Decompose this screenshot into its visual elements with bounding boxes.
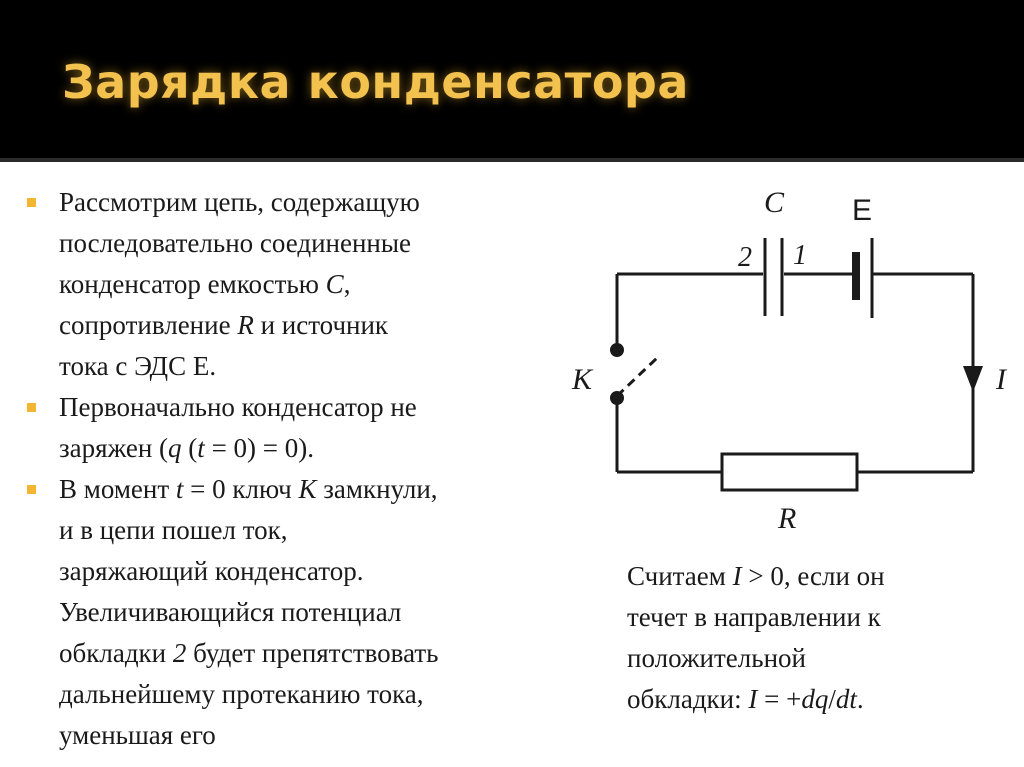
text-line: обкладки: I = +dq/dt. (627, 679, 1007, 720)
text-run: положительной (627, 643, 806, 673)
text-run: Считаем (627, 561, 733, 591)
text-run: обкладки: (627, 684, 749, 714)
note-text: Считаем I > 0, если он течет в направлени… (627, 556, 1007, 720)
text-line: Рассмотрим цепь, содержащую (59, 182, 582, 223)
text-run: ( (181, 433, 198, 463)
text-line: обкладки 2 будет препятствовать (59, 633, 582, 674)
current-arrow-icon (963, 366, 983, 392)
italic-symbol: dq (801, 684, 829, 714)
italic-symbol: C (325, 269, 344, 299)
text-line: и в цепи пошел ток, (59, 510, 582, 551)
bullet-square-icon (27, 198, 36, 207)
slide-title: Зарядка конденсатора (62, 55, 689, 109)
italic-symbol: I (732, 561, 742, 591)
text-run: > 0, если он (741, 561, 885, 591)
text-line: заряжающий конденсатор. (59, 551, 582, 592)
text-line: уменьшая его (59, 715, 582, 756)
text-run: = 0) = 0). (204, 433, 314, 463)
resistor (720, 452, 859, 492)
text-run: = + (757, 684, 802, 714)
text-run: , (343, 269, 351, 299)
italic-symbol: I (748, 684, 758, 714)
text-run: заряжен ( (59, 433, 169, 463)
bullet-item: Рассмотрим цепь, содержащую последователь… (22, 182, 582, 387)
italic-symbol: t (175, 474, 184, 504)
resistor-label: R (777, 502, 796, 535)
text-line: конденсатор емкостью C, (59, 264, 582, 305)
text-line: сопротивление R и источник (59, 305, 582, 346)
text-run: и в цепи пошел ток, (59, 515, 288, 545)
text-line: последовательно соединенные (59, 223, 582, 264)
battery-short-plate (852, 252, 860, 300)
text-run: и источник (253, 310, 389, 340)
note-lines: Считаем I > 0, если он течет в направлени… (627, 556, 1007, 720)
bullet-text: В момент t = 0 ключ K замкнули, и в цепи … (59, 469, 582, 756)
text-run: сопротивление (59, 310, 238, 340)
switch-blade (615, 356, 659, 398)
text-run: будет препятствовать (186, 638, 439, 668)
text-run: тока с ЭДС E. (59, 351, 217, 381)
bullet-item: В момент t = 0 ключ K замкнули, и в цепи … (22, 469, 582, 756)
title-bar (0, 0, 1024, 158)
emf-label: E (852, 194, 872, 227)
bullet-text: Первоначально конденсатор не заряжен (q (… (59, 387, 582, 469)
text-run: дальнейшему протеканию тока, (59, 679, 424, 709)
text-run: Первоначально конденсатор не (59, 392, 417, 422)
title-bar-divider (0, 158, 1024, 162)
bullet-list: Рассмотрим цепь, содержащую последователь… (22, 182, 582, 756)
circuit-diagram: C E 2 1 K I R (571, 186, 1008, 535)
bullet-square-icon (27, 485, 36, 494)
text-run: течет в направлении к (627, 602, 881, 632)
italic-symbol: q (168, 433, 182, 463)
text-run: Увеличивающийся потенциал (59, 597, 402, 627)
text-run: уменьшая его (59, 720, 216, 750)
switch-contact-bottom (610, 391, 624, 405)
italic-symbol: K (298, 474, 317, 504)
text-line: Увеличивающийся потенциал (59, 592, 582, 633)
text-run: . (856, 684, 864, 714)
italic-symbol: dt (835, 684, 857, 714)
text-run: Рассмотрим цепь, содержащую (59, 187, 420, 217)
italic-symbol: 2 (172, 638, 187, 668)
text-line: тока с ЭДС E. (59, 346, 582, 387)
text-run: обкладки (59, 638, 173, 668)
text-run: заряжающий конденсатор. (59, 556, 364, 586)
text-line: Первоначально конденсатор не (59, 387, 582, 428)
text-line: заряжен (q (t = 0) = 0). (59, 428, 582, 469)
plate-2-label: 2 (738, 242, 752, 273)
italic-symbol: t (197, 433, 205, 463)
capacitor-label: C (764, 186, 785, 219)
plate-1-label: 1 (793, 240, 807, 271)
text-line: течет в направлении к (627, 597, 1007, 638)
bullet-square-icon (27, 403, 36, 412)
text-line: Считаем I > 0, если он (627, 556, 1007, 597)
text-run: / (828, 684, 836, 714)
text-run: конденсатор емкостью (59, 269, 326, 299)
bullet-item: Первоначально конденсатор не заряжен (q (… (22, 387, 582, 469)
text-run: В момент (59, 474, 176, 504)
switch-contact-top (610, 343, 624, 357)
text-line: дальнейшему протеканию тока, (59, 674, 582, 715)
bullet-text: Рассмотрим цепь, содержащую последователь… (59, 182, 582, 387)
text-run: замкнули, (316, 474, 438, 504)
current-label: I (995, 363, 1008, 396)
italic-symbol: R (237, 310, 254, 340)
text-line: положительной (627, 638, 1007, 679)
switch-label: K (571, 363, 594, 396)
text-run: последовательно соединенные (59, 228, 411, 258)
text-line: В момент t = 0 ключ K замкнули, (59, 469, 582, 510)
text-run: = 0 ключ (183, 474, 299, 504)
